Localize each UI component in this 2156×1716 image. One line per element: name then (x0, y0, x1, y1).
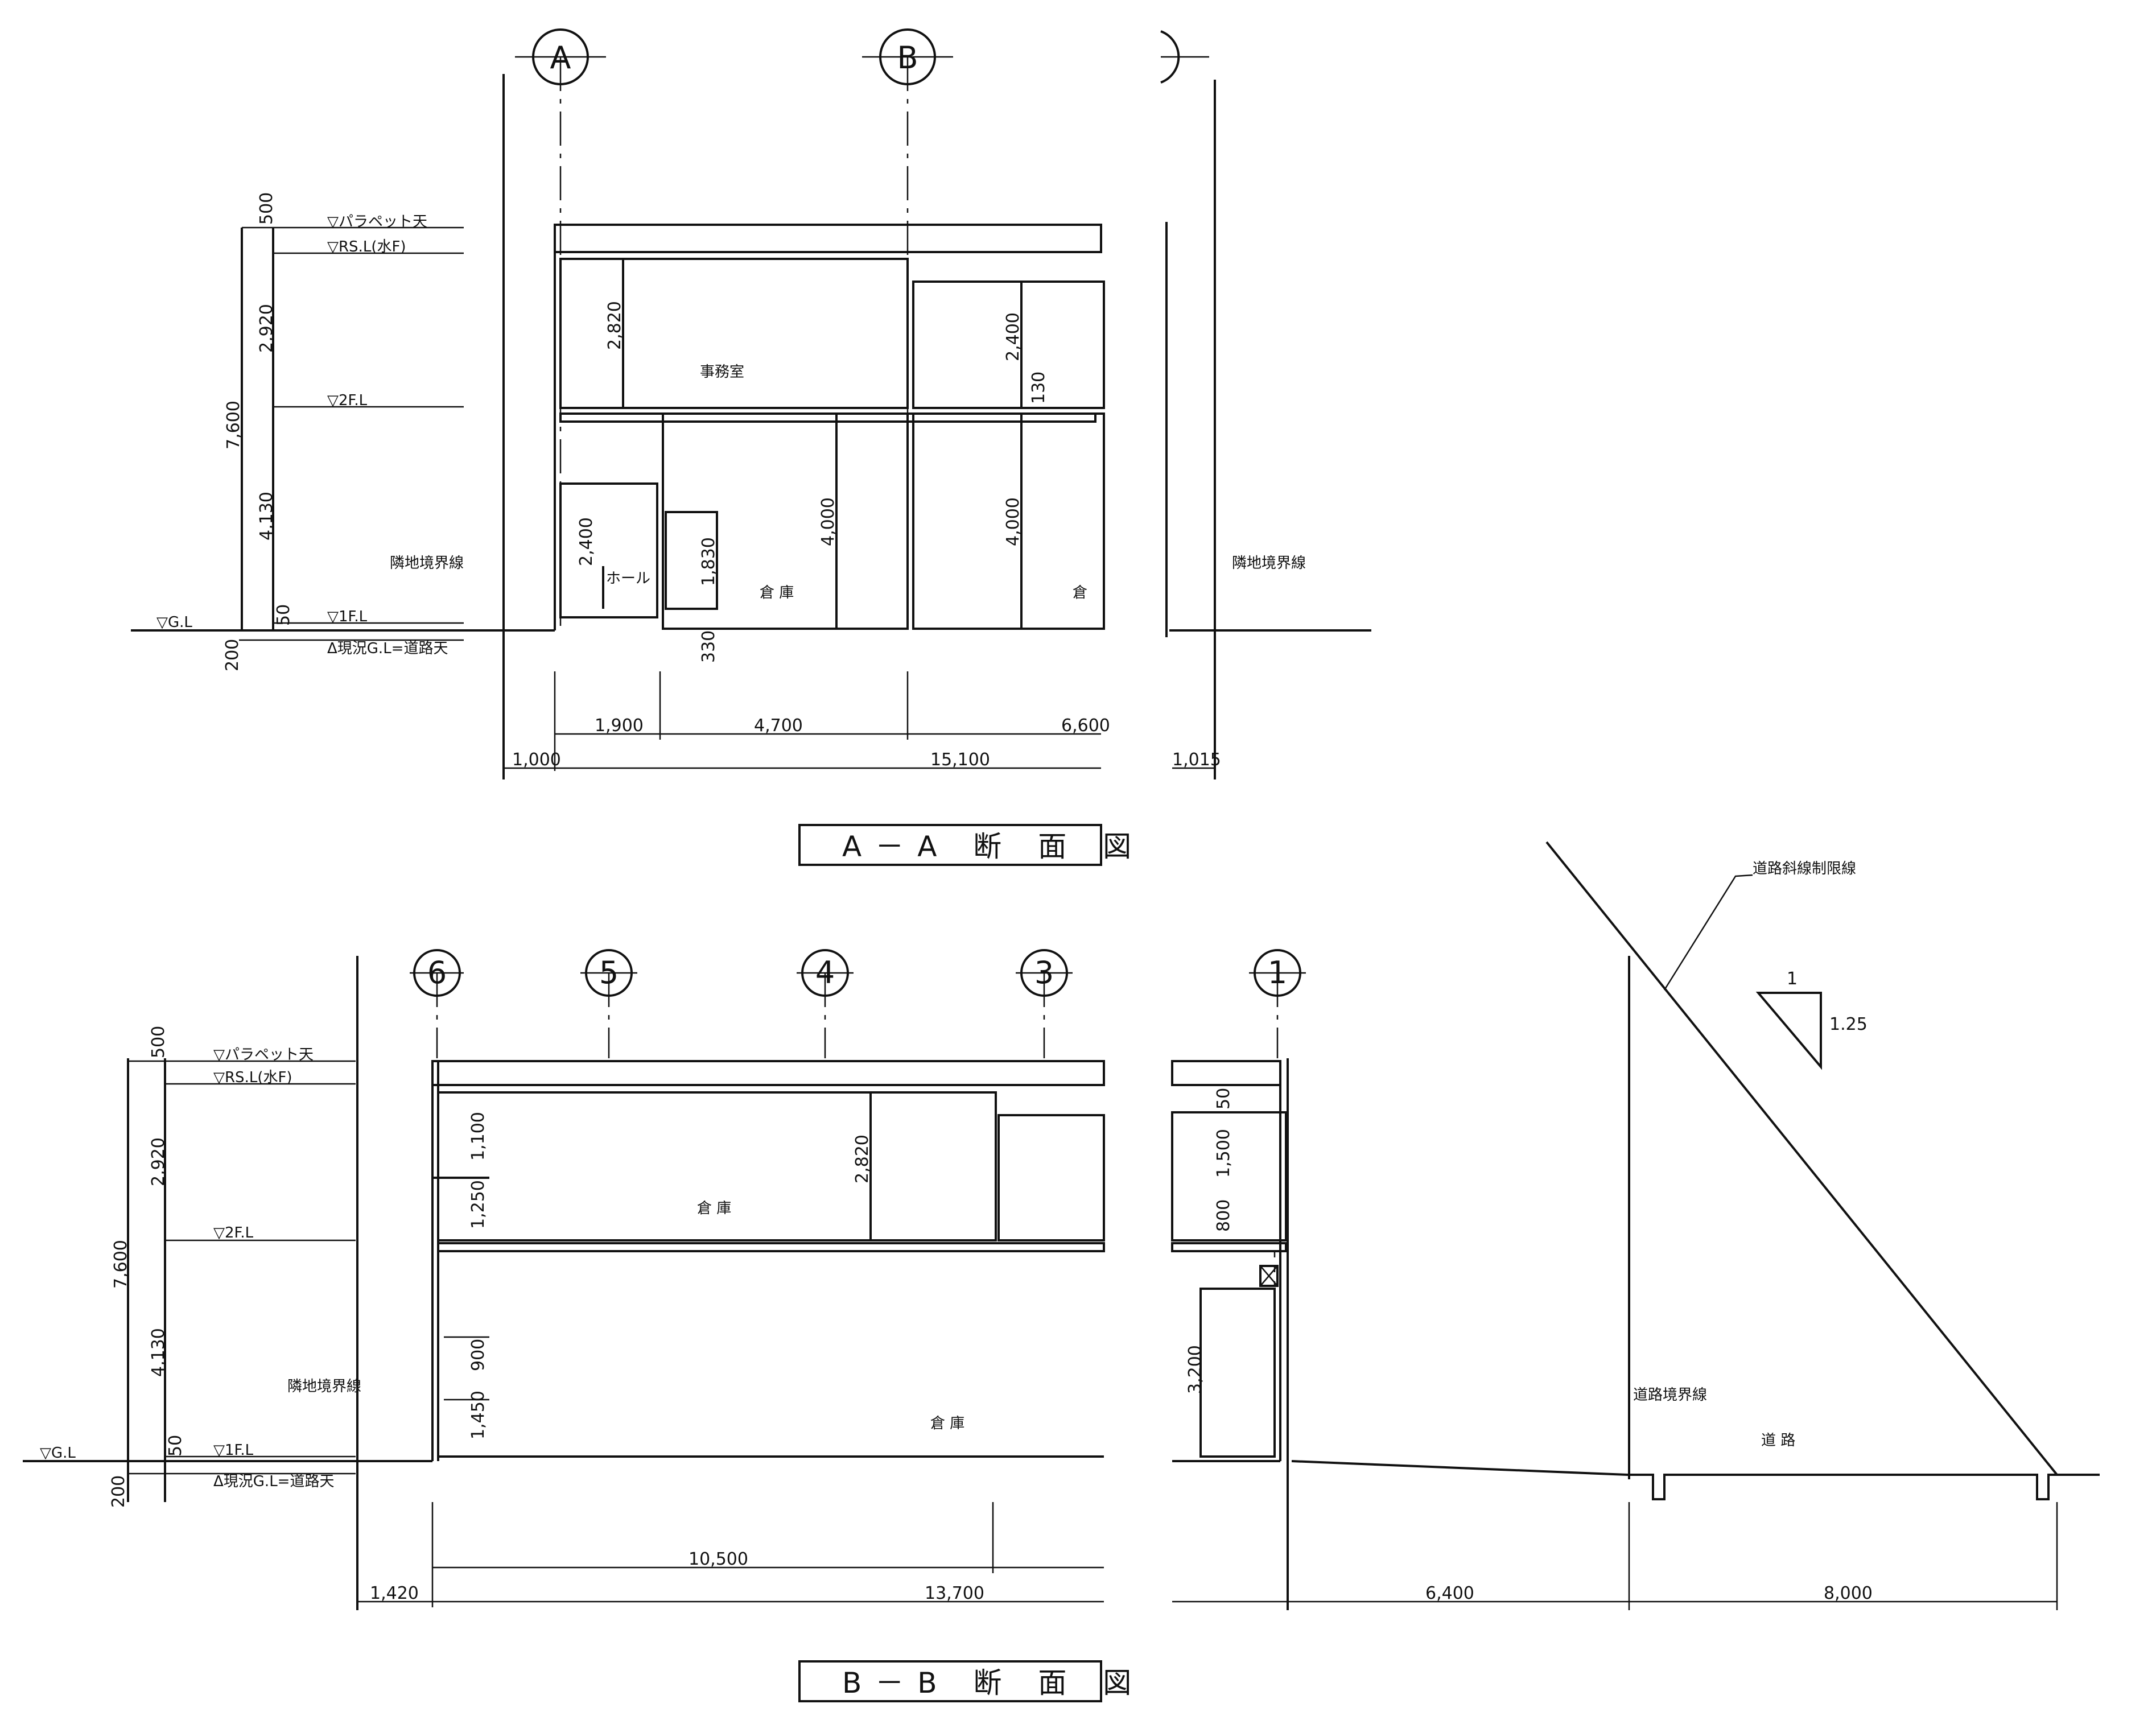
dim-2820: 2,820 (605, 301, 625, 350)
dim-1015: 1,015 (1172, 750, 1221, 770)
dim-4000-a: 4,000 (818, 497, 838, 546)
dim-500-bb: 500 (149, 1026, 168, 1058)
dim-500: 500 (257, 192, 277, 225)
level-road-gl-bb: Δ現況G.L=道路天 (213, 1473, 334, 1490)
dim-1900: 1,900 (595, 716, 644, 736)
dim-2920-bb: 2,920 (149, 1137, 168, 1186)
boundary-right: 隣地境界線 (1232, 555, 1306, 572)
dim-1250: 1,250 (468, 1180, 488, 1229)
axis-label-b: B (897, 40, 918, 76)
road-setback-line: 道路斜線制限線 (1753, 860, 1856, 877)
level-1fl-bb: ▽1F.L (213, 1442, 254, 1459)
dim-50-bb: 50 (166, 1435, 185, 1457)
dim-1830: 1,830 (699, 537, 719, 586)
axis-label-4: 4 (815, 955, 835, 991)
level-2fl-bb: ▽2F.L (213, 1224, 254, 1241)
dim-200-bb: 200 (109, 1475, 129, 1508)
dim-50-right: 50 (1214, 1088, 1234, 1109)
grid-axis-c: C (1160, 30, 1209, 84)
level-parapet-bb: ▽パラペット天 (213, 1046, 314, 1063)
grid-axis-3: 3 (1016, 949, 1073, 1058)
dim-7600: 7,600 (224, 401, 244, 449)
level-gl-bb: ▽G.L (40, 1445, 76, 1462)
title-bb: B－B 断 面 図 (842, 1666, 1145, 1700)
grid-axis-4: 4 (797, 949, 854, 1058)
level-2fl: ▽2F.L (327, 392, 368, 409)
title-aa: A－A 断 面 図 (842, 830, 1145, 863)
level-rsl-bb: ▽RS.L(水F) (213, 1069, 292, 1086)
dim-13700: 13,700 (925, 1583, 984, 1603)
level-parapet: ▽パラペット天 (327, 213, 427, 230)
dim-1420: 1,420 (370, 1583, 419, 1603)
axis-label-5: 5 (599, 955, 619, 991)
dim-800: 800 (1214, 1199, 1234, 1232)
dim-2400-upper: 2,400 (1003, 312, 1023, 361)
dim-50: 50 (274, 604, 294, 626)
dim-15100: 15,100 (930, 750, 990, 770)
dim-4000-b: 4,000 (1003, 497, 1023, 546)
boundary-left: 隣地境界線 (390, 555, 464, 572)
slope-rise: 1 (1787, 969, 1798, 989)
dim-200: 200 (222, 639, 242, 671)
grid-axis-5: 5 (580, 949, 637, 1058)
dim-4130: 4,130 (257, 492, 277, 541)
level-road-gl: Δ現況G.L=道路天 (327, 640, 448, 657)
dim-3200: 3,200 (1185, 1345, 1205, 1394)
grid-axis-1: 1 (1249, 949, 1306, 1058)
room-storage-2: 倉 (1073, 584, 1087, 601)
dim-1500: 1,500 (1214, 1129, 1234, 1178)
dim-10500: 10,500 (689, 1549, 748, 1569)
dim-330: 330 (699, 630, 719, 663)
dim-2400-hall: 2,400 (576, 517, 596, 566)
axis-label-3: 3 (1034, 955, 1054, 991)
dim-1100: 1,100 (468, 1112, 488, 1161)
dim-1450: 1,450 (468, 1391, 488, 1439)
room-road: 道 路 (1761, 1432, 1795, 1449)
boundary-left-bb: 隣地境界線 (287, 1378, 361, 1395)
room-hall: ホール (606, 570, 650, 587)
dim-2820-bb: 2,820 (852, 1135, 872, 1183)
section-aa: A B C ▽パラペット天 ▽RS.L(水F) ▽2F.L ▽1F.L (131, 28, 1371, 866)
dim-1000: 1,000 (512, 750, 561, 770)
dim-6400: 6,400 (1425, 1583, 1474, 1603)
axis-label-a: A (550, 40, 571, 76)
room-storage-upper: 倉 庫 (697, 1200, 731, 1217)
slope-run: 1.25 (1829, 1014, 1868, 1034)
axis-label-1: 1 (1268, 955, 1287, 991)
section-bb: 6 5 4 3 1 (23, 841, 2100, 1702)
dim-130: 130 (1029, 372, 1049, 404)
dim-6600: 6,600 (1061, 716, 1110, 736)
grid-axis-6: 6 (410, 949, 464, 1058)
road-boundary: 道路境界線 (1633, 1387, 1707, 1404)
dim-2920: 2,920 (257, 304, 277, 353)
dim-900: 900 (468, 1339, 488, 1371)
room-storage-1: 倉 庫 (760, 584, 794, 601)
dim-7600-bb: 7,600 (111, 1240, 131, 1289)
dim-8000: 8,000 (1824, 1583, 1873, 1603)
level-gl: ▽G.L (156, 614, 192, 631)
dim-4130-bb: 4,130 (149, 1328, 168, 1377)
axis-label-6: 6 (427, 955, 447, 991)
level-1fl: ▽1F.L (327, 608, 368, 625)
dim-4700: 4,700 (754, 716, 803, 736)
room-office: 事務室 (700, 364, 744, 381)
room-storage-lower: 倉 庫 (930, 1415, 964, 1432)
level-rsl: ▽RS.L(水F) (327, 238, 406, 255)
